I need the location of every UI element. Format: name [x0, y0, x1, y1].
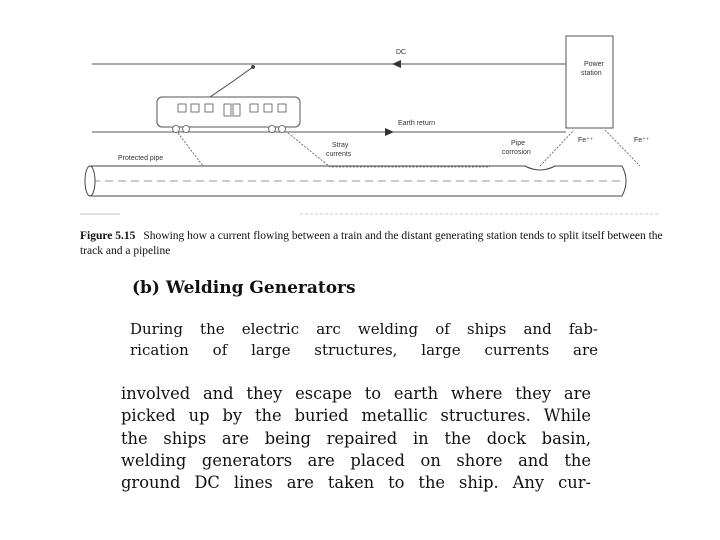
- pipe-to-station-current-path-right: [604, 129, 641, 167]
- paragraph-2: involved and they escape to earth where …: [121, 383, 591, 494]
- paragraph-line: rication of large structures, large curr…: [130, 341, 598, 359]
- fe-ion-label-left: Fe⁺⁺: [578, 137, 594, 144]
- train-to-pipe-current-path: [177, 132, 204, 167]
- paragraph-line: the ships are being repaired in the dock…: [121, 428, 591, 448]
- power-station-label-line2: station: [581, 70, 602, 77]
- paragraph-1: During the electric arc welding of ships…: [130, 319, 598, 361]
- earth-return-arrow: [385, 128, 394, 136]
- pantograph: [209, 66, 254, 98]
- stray-current-path: [287, 132, 490, 168]
- fe-ion-label-right: Fe⁺⁺: [634, 137, 650, 144]
- paragraph-line: welding generators are placed on shore a…: [121, 450, 591, 470]
- paragraph-line: ground DC lines are taken to the ship. A…: [121, 473, 591, 493]
- protected-pipe: [84, 165, 627, 197]
- figure-caption-text: Showing how a current flowing between a …: [80, 230, 663, 257]
- section-heading: (b) Welding Generators: [132, 278, 356, 298]
- figure-number: Figure 5.15: [80, 230, 136, 242]
- paragraph-line: picked up by the buried metallic structu…: [121, 406, 591, 426]
- earth-return-label: Earth return: [398, 120, 435, 127]
- stray-currents-label-line2: currents: [326, 151, 352, 158]
- power-station-box: [565, 35, 614, 129]
- pipe-to-station-current-path-left: [539, 129, 575, 167]
- protected-pipe-label: Protected pipe: [118, 155, 163, 162]
- paragraph-line: During the electric arc welding of ships…: [130, 320, 598, 338]
- stray-currents-label-line1: Stray: [332, 142, 349, 149]
- stray-current-diagram: DC Power station Earth return Protected: [80, 35, 660, 215]
- pipe-corrosion-label-line2: corrosion: [502, 149, 531, 156]
- pantograph-contact: [251, 65, 255, 69]
- pipe-corrosion-label-line1: Pipe: [511, 140, 525, 147]
- train: [156, 96, 301, 133]
- power-station-label-line1: Power: [584, 61, 605, 68]
- paragraph-line: involved and they escape to earth where …: [121, 384, 591, 403]
- dc-label: DC: [396, 49, 406, 56]
- dc-arrow: [392, 60, 401, 68]
